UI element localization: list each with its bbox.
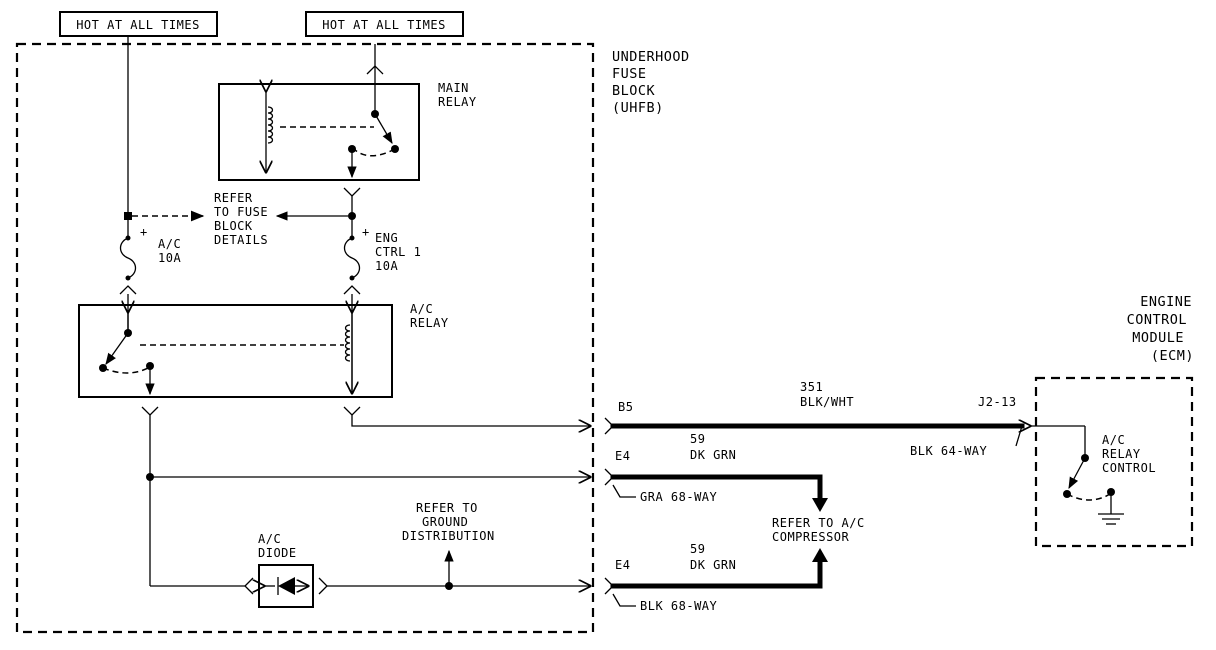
wire-59a-color: DK GRN	[690, 448, 736, 462]
svg-text:MODULE: MODULE	[1132, 330, 1184, 346]
conn-gra68: GRA 68-WAY	[640, 490, 718, 504]
fuse-ac-plus: +	[140, 225, 148, 239]
ac-relay	[78, 294, 393, 398]
conn-gra68-leader	[612, 484, 636, 498]
connector-main-out	[343, 187, 361, 197]
ac-relay-label: A/C	[410, 302, 433, 316]
fuse-eng-plus: +	[362, 225, 370, 239]
refer-compressor-label: REFER TO A/C COMPRESSOR	[772, 516, 865, 544]
svg-text:TO FUSE: TO FUSE	[214, 205, 268, 219]
svg-text:(UHFB): (UHFB)	[612, 100, 664, 116]
ecm-relay-control	[1030, 426, 1124, 525]
wire-351-color: BLK/WHT	[800, 395, 854, 409]
wire-59b	[610, 557, 823, 589]
circuit-59a: 59	[690, 432, 705, 446]
refer-ground-label: REFER TO GROUND DISTRIBUTION	[402, 501, 495, 543]
svg-text:CONTROL: CONTROL	[1127, 312, 1187, 328]
wire-59a-arrow	[812, 498, 828, 512]
svg-text:DISTRIBUTION: DISTRIBUTION	[402, 529, 495, 543]
ac-relay-label-2: RELAY	[410, 316, 449, 330]
refer-fuse-label: REFER TO FUSE BLOCK DETAILS	[214, 191, 268, 247]
svg-text:DETAILS: DETAILS	[214, 233, 268, 247]
svg-text:REFER TO A/C: REFER TO A/C	[772, 516, 865, 530]
svg-text:GROUND: GROUND	[422, 515, 468, 529]
conn-blk64: BLK 64-WAY	[910, 444, 988, 458]
connector-main-in	[366, 65, 384, 75]
ac-diode	[259, 564, 314, 608]
svg-text:ENGINE: ENGINE	[1140, 294, 1192, 310]
fuse-ac-rating: 10A	[158, 251, 181, 265]
hot-label-left: HOT AT ALL TIMES	[59, 11, 218, 37]
wire-59a	[610, 474, 823, 503]
svg-text:BLOCK: BLOCK	[214, 219, 253, 233]
wire-to-b5	[351, 415, 590, 426]
fuse-eng-label-2: CTRL 1	[375, 245, 421, 259]
ac-fuse	[119, 216, 137, 295]
diode-connector-right	[318, 577, 328, 595]
diode-label-2: DIODE	[258, 546, 297, 560]
pin-e4b: E4	[615, 558, 630, 572]
wire-351-tail	[1015, 425, 1023, 447]
hot-label-right: HOT AT ALL TIMES	[305, 11, 464, 37]
fuse-ac-label: A/C	[158, 237, 181, 251]
svg-text:HOT AT ALL TIMES: HOT AT ALL TIMES	[322, 18, 446, 32]
svg-text:COMPRESSOR: COMPRESSOR	[772, 530, 850, 544]
circuit-59b: 59	[690, 542, 705, 556]
main-relay	[218, 84, 420, 181]
svg-text:(ECM): (ECM)	[1151, 348, 1194, 364]
svg-text:REFER: REFER	[214, 191, 253, 205]
main-relay-label-2: RELAY	[438, 95, 477, 109]
svg-text:REFER TO: REFER TO	[416, 501, 478, 515]
main-relay-label: MAIN	[438, 81, 469, 95]
wire-59b-color: DK GRN	[690, 558, 736, 572]
splice-right	[348, 212, 356, 220]
pin-e4a: E4	[615, 449, 630, 463]
connector-relay-out-left	[141, 406, 159, 416]
diode-label: A/C	[258, 532, 281, 546]
diode-connector-left	[244, 577, 254, 595]
pin-j2-13: J2-13	[978, 395, 1017, 409]
svg-text:BLOCK: BLOCK	[612, 83, 656, 99]
conn-blk68: BLK 68-WAY	[640, 599, 718, 613]
uhfb-label: UNDERHOOD FUSE BLOCK (UHFB)	[612, 49, 690, 116]
uhfb-enclosure	[15, 42, 595, 634]
svg-text:UNDERHOOD: UNDERHOOD	[612, 49, 690, 65]
conn-blk68-leader	[612, 593, 636, 607]
circuit-351: 351	[800, 380, 823, 394]
relay-control-label-3: CONTROL	[1102, 461, 1156, 475]
wire-59b-arrow	[812, 548, 828, 562]
fuse-eng-rating: 10A	[375, 259, 398, 273]
ecm-label: ENGINE CONTROL MODULE (ECM)	[1127, 294, 1194, 364]
eng-fuse	[343, 235, 361, 295]
svg-text:FUSE: FUSE	[612, 66, 647, 82]
relay-control-label-2: RELAY	[1102, 447, 1141, 461]
fuse-eng-label: ENG	[375, 231, 398, 245]
svg-text:HOT AT ALL TIMES: HOT AT ALL TIMES	[76, 18, 200, 32]
connector-relay-out-right	[343, 406, 361, 416]
pin-b5: B5	[618, 400, 633, 414]
ecm-enclosure	[1034, 376, 1194, 548]
relay-control-label: A/C	[1102, 433, 1125, 447]
